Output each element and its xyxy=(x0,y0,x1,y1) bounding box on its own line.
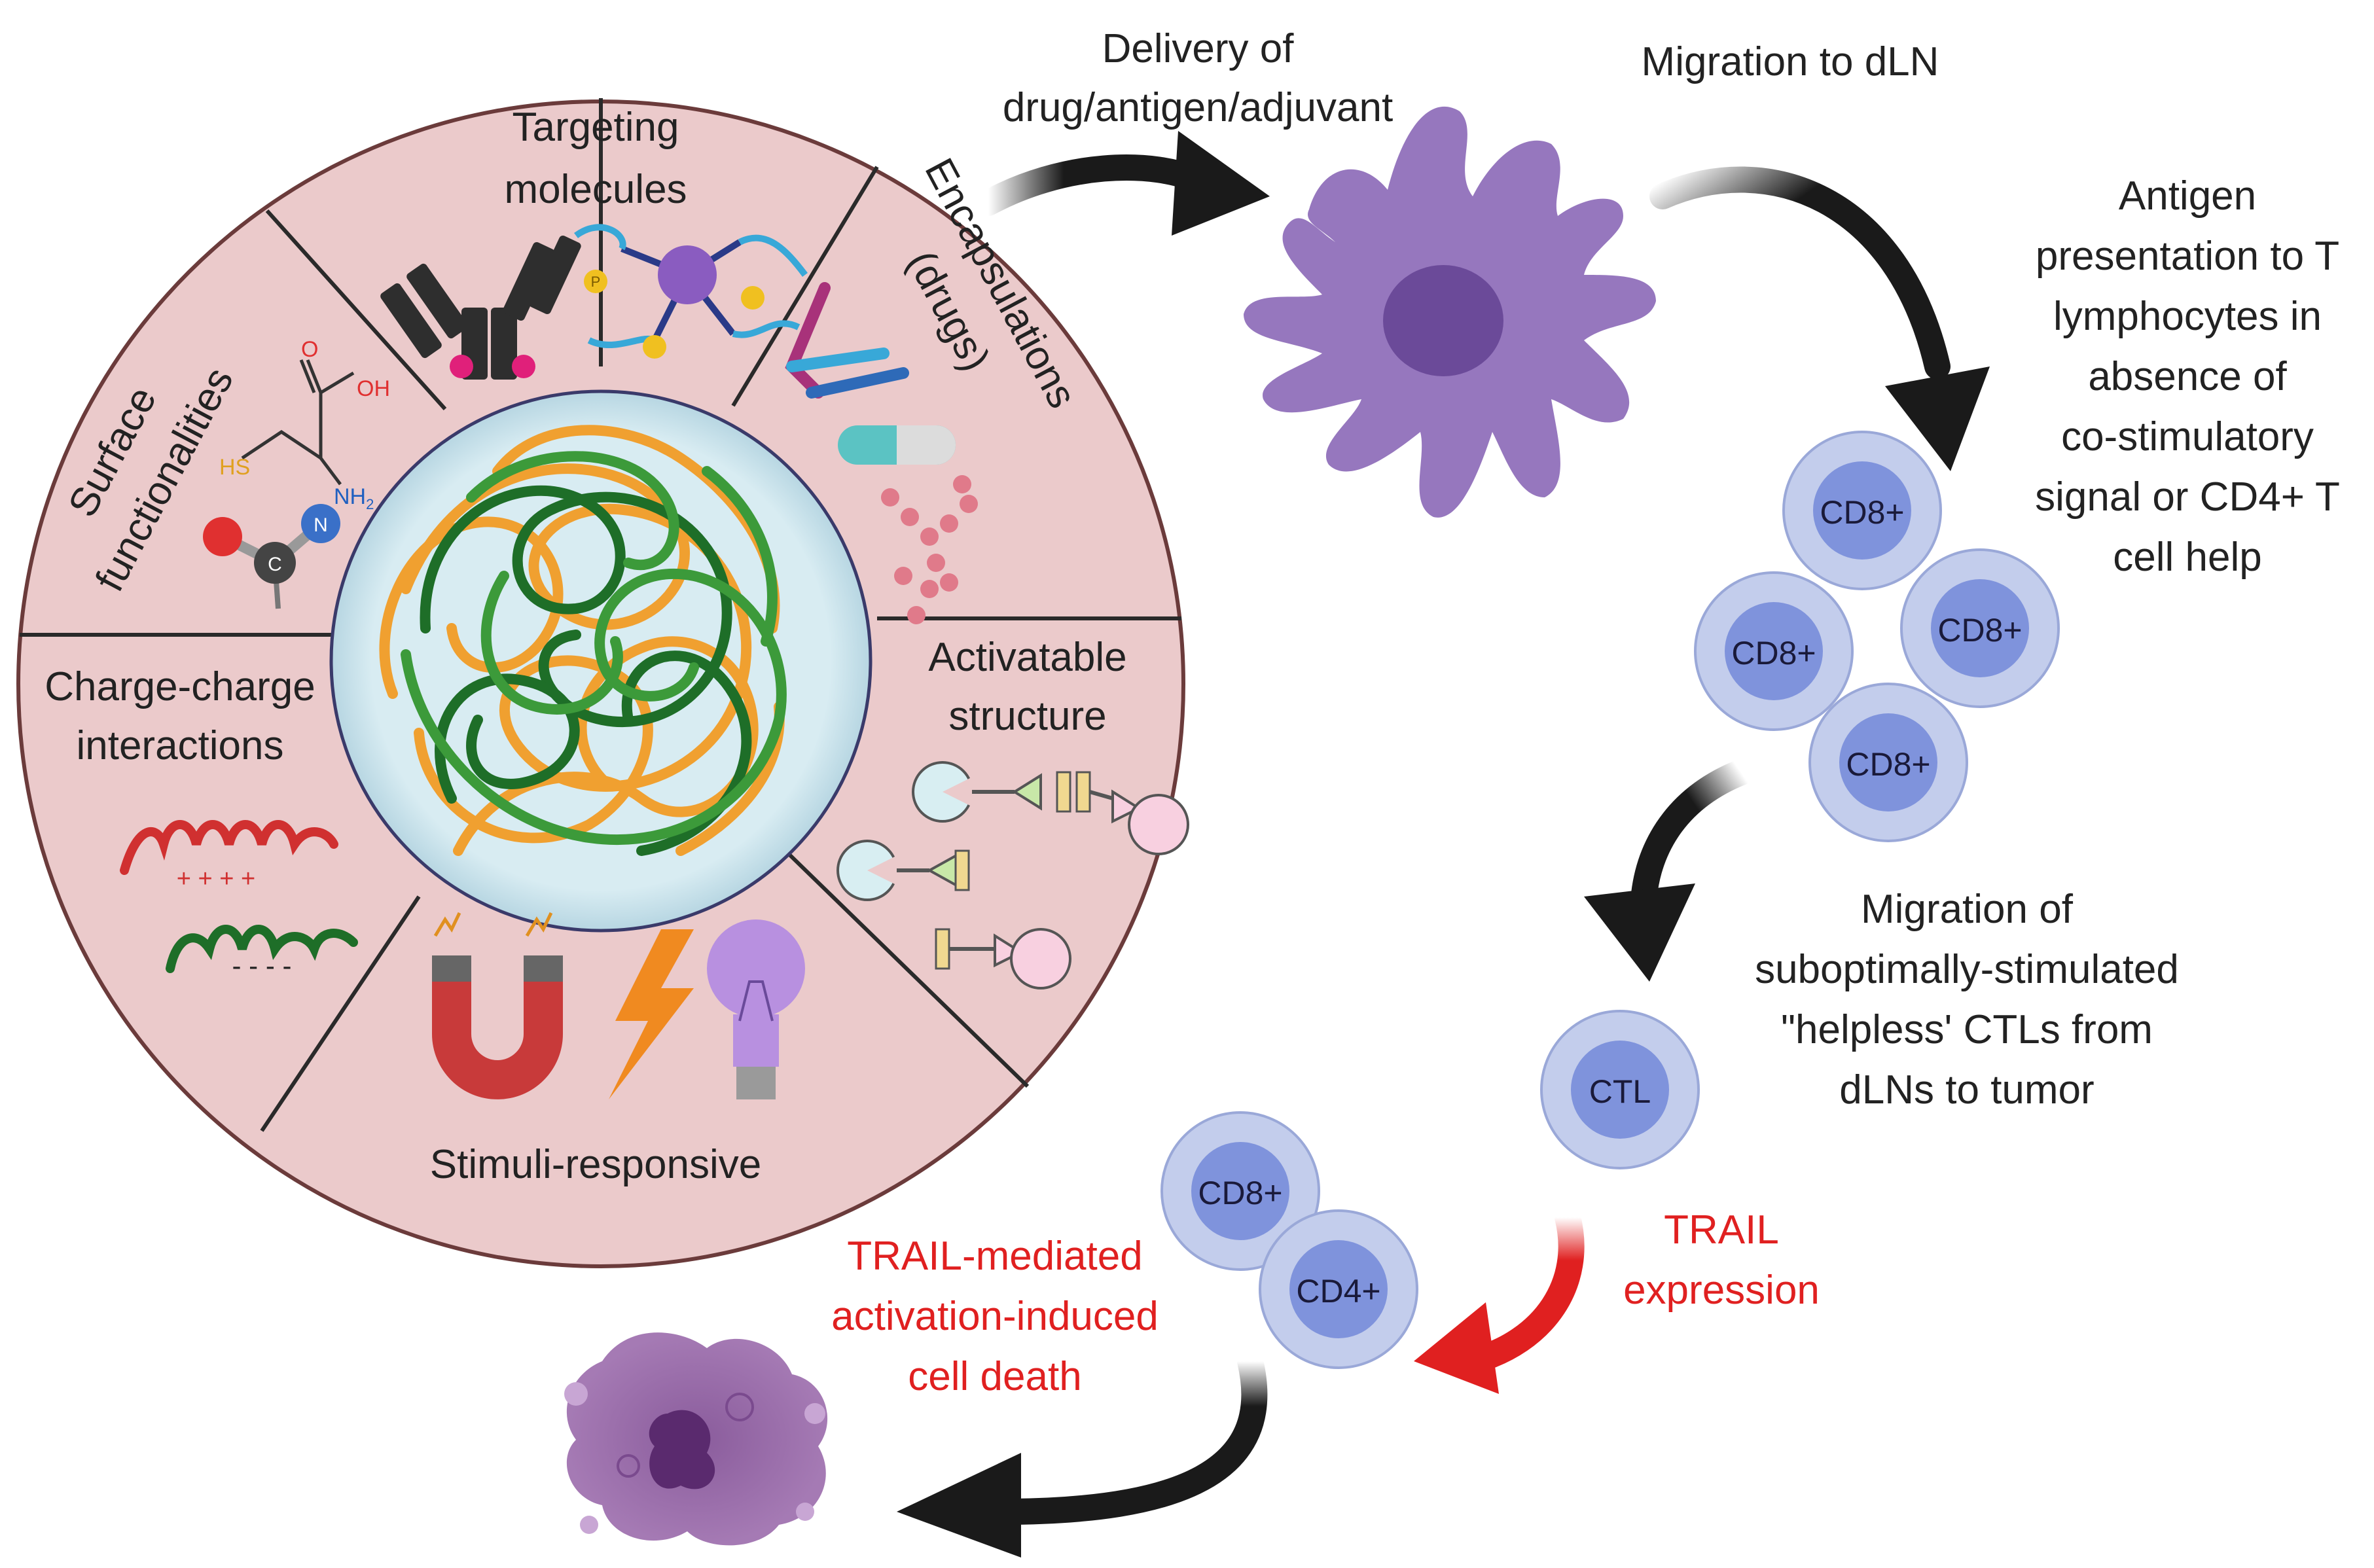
ctl-migration-line-4: dLNs to tumor xyxy=(1839,1067,2094,1113)
atom-oh: OH xyxy=(357,376,390,401)
activatable-probe-icon-3 xyxy=(935,928,1071,989)
ctl-migration-line-2: suboptimally-stimulated xyxy=(1755,947,2179,992)
wheel-dividers xyxy=(20,98,1181,1132)
trail-death-line-1: TRAIL-mediated xyxy=(847,1234,1142,1279)
label-migration-dln: Migration to dLN xyxy=(1642,39,1939,84)
cd8-a-label: CD8+ xyxy=(1820,494,1904,531)
antigen-line-4: absence of xyxy=(2088,354,2287,399)
antigen-line-1: Antigen xyxy=(2119,173,2256,219)
activatable-probe-icon-1 xyxy=(912,761,1189,855)
t-cell-cd8-e: CD8+ xyxy=(1160,1111,1320,1271)
arrow-trail-expression xyxy=(1414,1204,1585,1394)
ctl-label: CTL xyxy=(1589,1073,1651,1110)
dendrimer-icon xyxy=(881,475,978,624)
atom-o: O xyxy=(301,337,318,362)
atom-nh2: NH2 xyxy=(334,484,374,512)
t-cell-cd8-a: CD8+ xyxy=(1782,431,1942,590)
dendritic-cell xyxy=(1244,106,1656,518)
t-cell-ctl: CTL xyxy=(1540,1010,1700,1169)
atom-p: P xyxy=(591,274,601,290)
label-antigen-presentation: Antigen presentation to T lymphocytes in… xyxy=(2035,173,2340,580)
activatable-probe-icon-2 xyxy=(836,840,970,901)
label-trail-expression-2: expression xyxy=(1623,1268,1820,1313)
label-charge-1: Charge-charge xyxy=(45,664,315,709)
nanoparticle-wheel: Targeting molecules Encapsulations (drug… xyxy=(16,98,1189,1268)
dendritic-nucleus xyxy=(1383,265,1503,376)
t-cell-cd8-c: CD8+ xyxy=(1900,548,2060,708)
label-ctl-migration: Migration of suboptimally-stimulated "he… xyxy=(1755,887,2179,1113)
charge-plus: + + + + xyxy=(177,865,255,893)
label-delivery-1: Delivery of xyxy=(1102,26,1295,71)
trail-death-line-3: cell death xyxy=(908,1354,1081,1399)
positive-polymer-icon: + + + + xyxy=(120,820,338,893)
cd8-e-label: CD8+ xyxy=(1198,1175,1282,1211)
polymer-strands xyxy=(379,425,787,856)
capsule-icon xyxy=(838,425,956,465)
atom-c: C xyxy=(268,554,282,575)
cd8-c-label: CD8+ xyxy=(1937,612,2022,649)
arrow-migration-dln xyxy=(1649,166,1990,471)
label-activatable-2: structure xyxy=(948,694,1106,739)
arrow-ctl-migration xyxy=(1584,759,1754,982)
cd8-cluster: CD8+ CD8+ CD8+ CD8+ xyxy=(1694,431,2060,842)
antibody-drug-icon xyxy=(785,282,909,399)
ctl-migration-line-1: Migration of xyxy=(1861,887,2074,932)
label-targeting-2: molecules xyxy=(504,167,687,212)
branched-ligand-icon: P xyxy=(574,224,808,359)
antigen-line-2: presentation to T xyxy=(2036,234,2339,279)
charge-minus: - - - - xyxy=(232,950,292,981)
antigen-line-5: co-stimulatory xyxy=(2061,414,2314,459)
antibody-pair-icon xyxy=(380,235,581,380)
cyanate-group-icon: C N xyxy=(203,504,340,609)
label-trail-death: TRAIL-mediated activation-induced cell d… xyxy=(831,1234,1159,1399)
magnet-icon xyxy=(432,912,563,1099)
label-stimuli: Stimuli-responsive xyxy=(430,1142,762,1187)
cd4-label: CD4+ xyxy=(1296,1273,1380,1310)
label-trail-expression-1: TRAIL xyxy=(1664,1207,1779,1253)
atom-hs: HS xyxy=(219,455,250,480)
antigen-line-7: cell help xyxy=(2113,535,2261,580)
t-cell-cd8-b: CD8+ xyxy=(1694,571,1854,731)
arrow-delivery xyxy=(975,131,1270,236)
cysteine-molecule-icon: HS O OH NH2 xyxy=(219,337,390,512)
t-cell-cd8-d: CD8+ xyxy=(1808,683,1968,842)
cd8-d-label: CD8+ xyxy=(1846,746,1930,783)
cd8-b-label: CD8+ xyxy=(1731,635,1816,671)
trail-death-line-2: activation-induced xyxy=(831,1294,1159,1339)
label-activatable-1: Activatable xyxy=(928,635,1126,680)
apoptotic-cell xyxy=(564,1332,828,1546)
antigen-line-6: signal or CD4+ T xyxy=(2035,474,2340,520)
light-bulb-icon xyxy=(707,919,805,1099)
arrow-cell-death xyxy=(897,1348,1268,1558)
ctl-migration-line-3: "helpless' CTLs from xyxy=(1781,1007,2153,1052)
atom-n: N xyxy=(314,514,328,536)
antigen-line-3: lymphocytes in xyxy=(2053,294,2322,339)
label-charge-2: interactions xyxy=(76,723,283,768)
lightning-icon xyxy=(609,929,694,1099)
label-delivery-2: drug/antigen/adjuvant xyxy=(1003,85,1393,130)
label-targeting-1: Targeting xyxy=(512,105,679,150)
negative-polymer-icon: - - - - xyxy=(166,925,358,981)
t-cell-cd4: CD4+ xyxy=(1259,1209,1418,1369)
